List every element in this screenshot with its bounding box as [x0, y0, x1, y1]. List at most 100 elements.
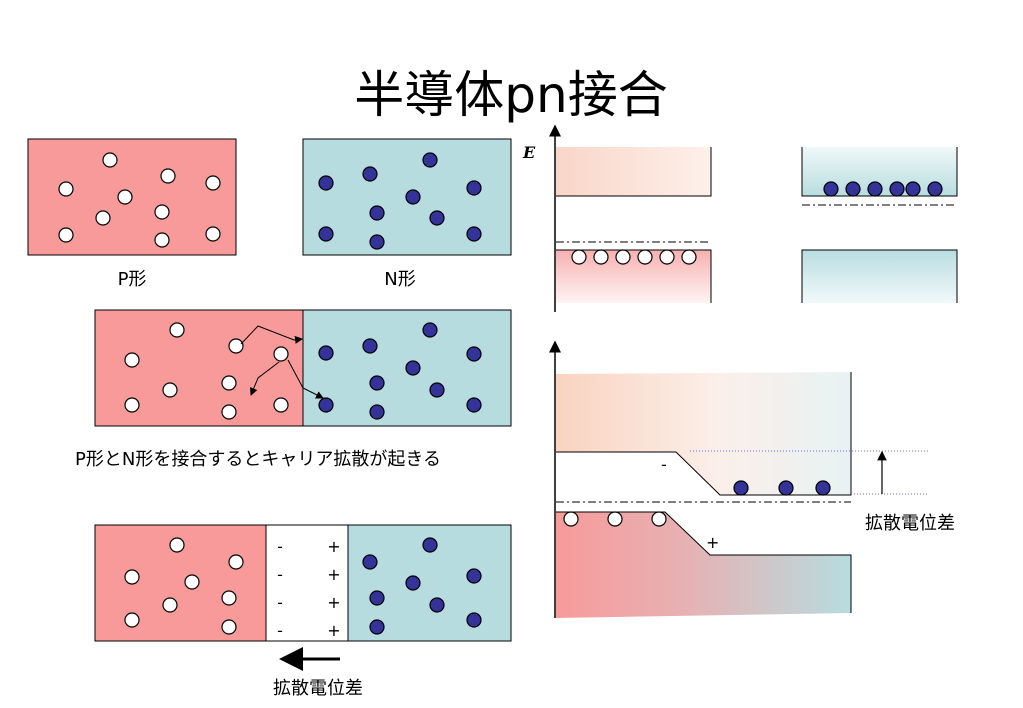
electron — [429, 382, 445, 398]
hole — [160, 168, 176, 184]
n-type-label: N形 — [384, 269, 415, 290]
hole — [58, 181, 74, 197]
electron — [733, 480, 749, 496]
hole — [102, 152, 118, 168]
electrons — [362, 537, 482, 635]
band-diagram-separated: E — [522, 124, 958, 312]
conduction-band — [556, 372, 851, 495]
holes — [58, 152, 221, 248]
hole — [221, 590, 237, 606]
n-valence-band — [802, 250, 957, 303]
electron — [422, 152, 438, 168]
hole — [205, 226, 221, 242]
hole — [221, 619, 237, 635]
electron — [778, 480, 794, 496]
holes — [563, 511, 667, 527]
holes — [124, 537, 244, 635]
hole — [162, 382, 178, 398]
hole — [651, 511, 667, 527]
electron — [905, 181, 921, 197]
hole — [95, 210, 111, 226]
band-diagram-joined: - + — [549, 340, 928, 618]
electron — [369, 234, 385, 250]
minus-sign: - — [277, 593, 283, 612]
electron — [369, 619, 385, 635]
diffusion-potential-label: 拡散電位差 — [273, 678, 363, 699]
joined-block — [94, 309, 512, 427]
hole — [228, 554, 244, 570]
hole — [228, 338, 244, 354]
hole — [221, 404, 237, 420]
electron — [362, 338, 378, 354]
hole — [615, 249, 631, 265]
electron — [867, 181, 883, 197]
p-type-block — [27, 138, 237, 256]
electron — [405, 360, 421, 376]
electron — [369, 404, 385, 420]
hole — [681, 249, 697, 265]
hole — [571, 249, 587, 265]
hole — [607, 511, 623, 527]
electron — [466, 226, 482, 242]
hole — [184, 574, 200, 590]
hole — [169, 322, 185, 338]
electron — [815, 480, 831, 496]
minus-sign: - — [277, 537, 283, 556]
electron — [466, 180, 482, 196]
hole — [124, 569, 140, 585]
space-charges: - - - - + + + + — [277, 537, 341, 640]
electron — [318, 175, 334, 191]
hole — [637, 249, 653, 265]
electron — [422, 537, 438, 553]
hole — [154, 204, 170, 220]
plus-sign: + — [327, 621, 340, 640]
hole — [221, 375, 237, 391]
junction-caption: P形とN形を接合するとキャリア拡散が起きる — [75, 449, 441, 470]
depletion-region — [265, 524, 349, 642]
hole — [593, 249, 609, 265]
diffusion-arrow — [287, 359, 324, 399]
electron — [318, 345, 334, 361]
electron — [889, 181, 905, 197]
electron — [362, 166, 378, 182]
electrons — [733, 480, 831, 496]
electron — [429, 597, 445, 613]
electron — [318, 226, 334, 242]
holes — [571, 249, 697, 265]
hole — [169, 537, 185, 553]
electron — [405, 575, 421, 591]
diffusion-arrows — [240, 325, 324, 399]
hole — [162, 597, 178, 613]
diffusion-potential-label-right: 拡散電位差 — [865, 513, 955, 534]
hole — [117, 189, 133, 205]
n-type-block — [302, 138, 512, 256]
diffusion-arrow — [240, 325, 303, 345]
electron — [845, 181, 861, 197]
hole — [124, 612, 140, 628]
valence-band — [556, 512, 851, 618]
hole — [58, 227, 74, 243]
electron — [927, 181, 943, 197]
hole — [273, 346, 289, 362]
electron — [405, 189, 421, 205]
electron — [466, 568, 482, 584]
electron — [369, 205, 385, 221]
hole — [659, 249, 675, 265]
electrons — [823, 181, 943, 197]
electron — [466, 612, 482, 628]
hole — [563, 511, 579, 527]
hole — [273, 397, 289, 413]
minus-sign: - — [277, 621, 283, 640]
hole — [124, 397, 140, 413]
hole — [205, 175, 221, 191]
diffusion-arrow — [249, 361, 280, 396]
p-type-label: P形 — [118, 269, 147, 290]
minus-sign: - — [661, 455, 667, 474]
electron — [422, 322, 438, 338]
electron — [369, 375, 385, 391]
hole — [124, 352, 140, 368]
electron — [466, 346, 482, 362]
p-conduction-band — [556, 147, 711, 196]
electron — [429, 210, 445, 226]
